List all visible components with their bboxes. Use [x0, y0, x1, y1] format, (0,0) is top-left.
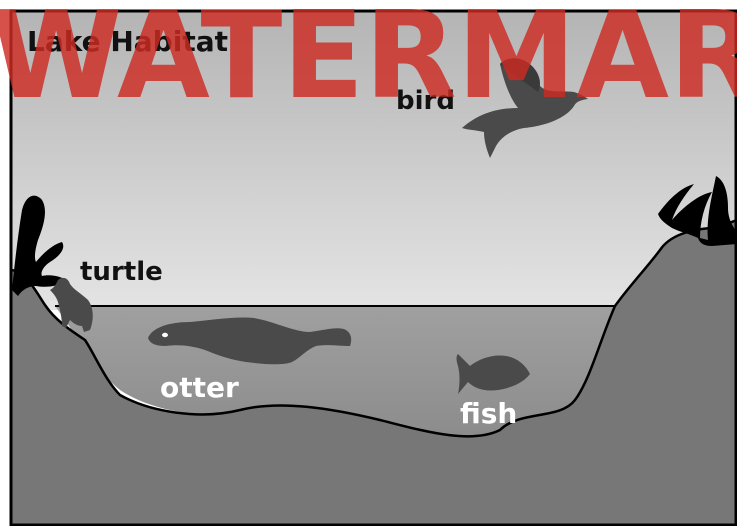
otter-eye-icon: [162, 333, 168, 337]
watermark-text: WATERMARK: [0, 0, 737, 126]
otter-label: otter: [160, 371, 239, 404]
turtle-label: turtle: [80, 257, 163, 287]
fish-label: fish: [460, 397, 517, 430]
